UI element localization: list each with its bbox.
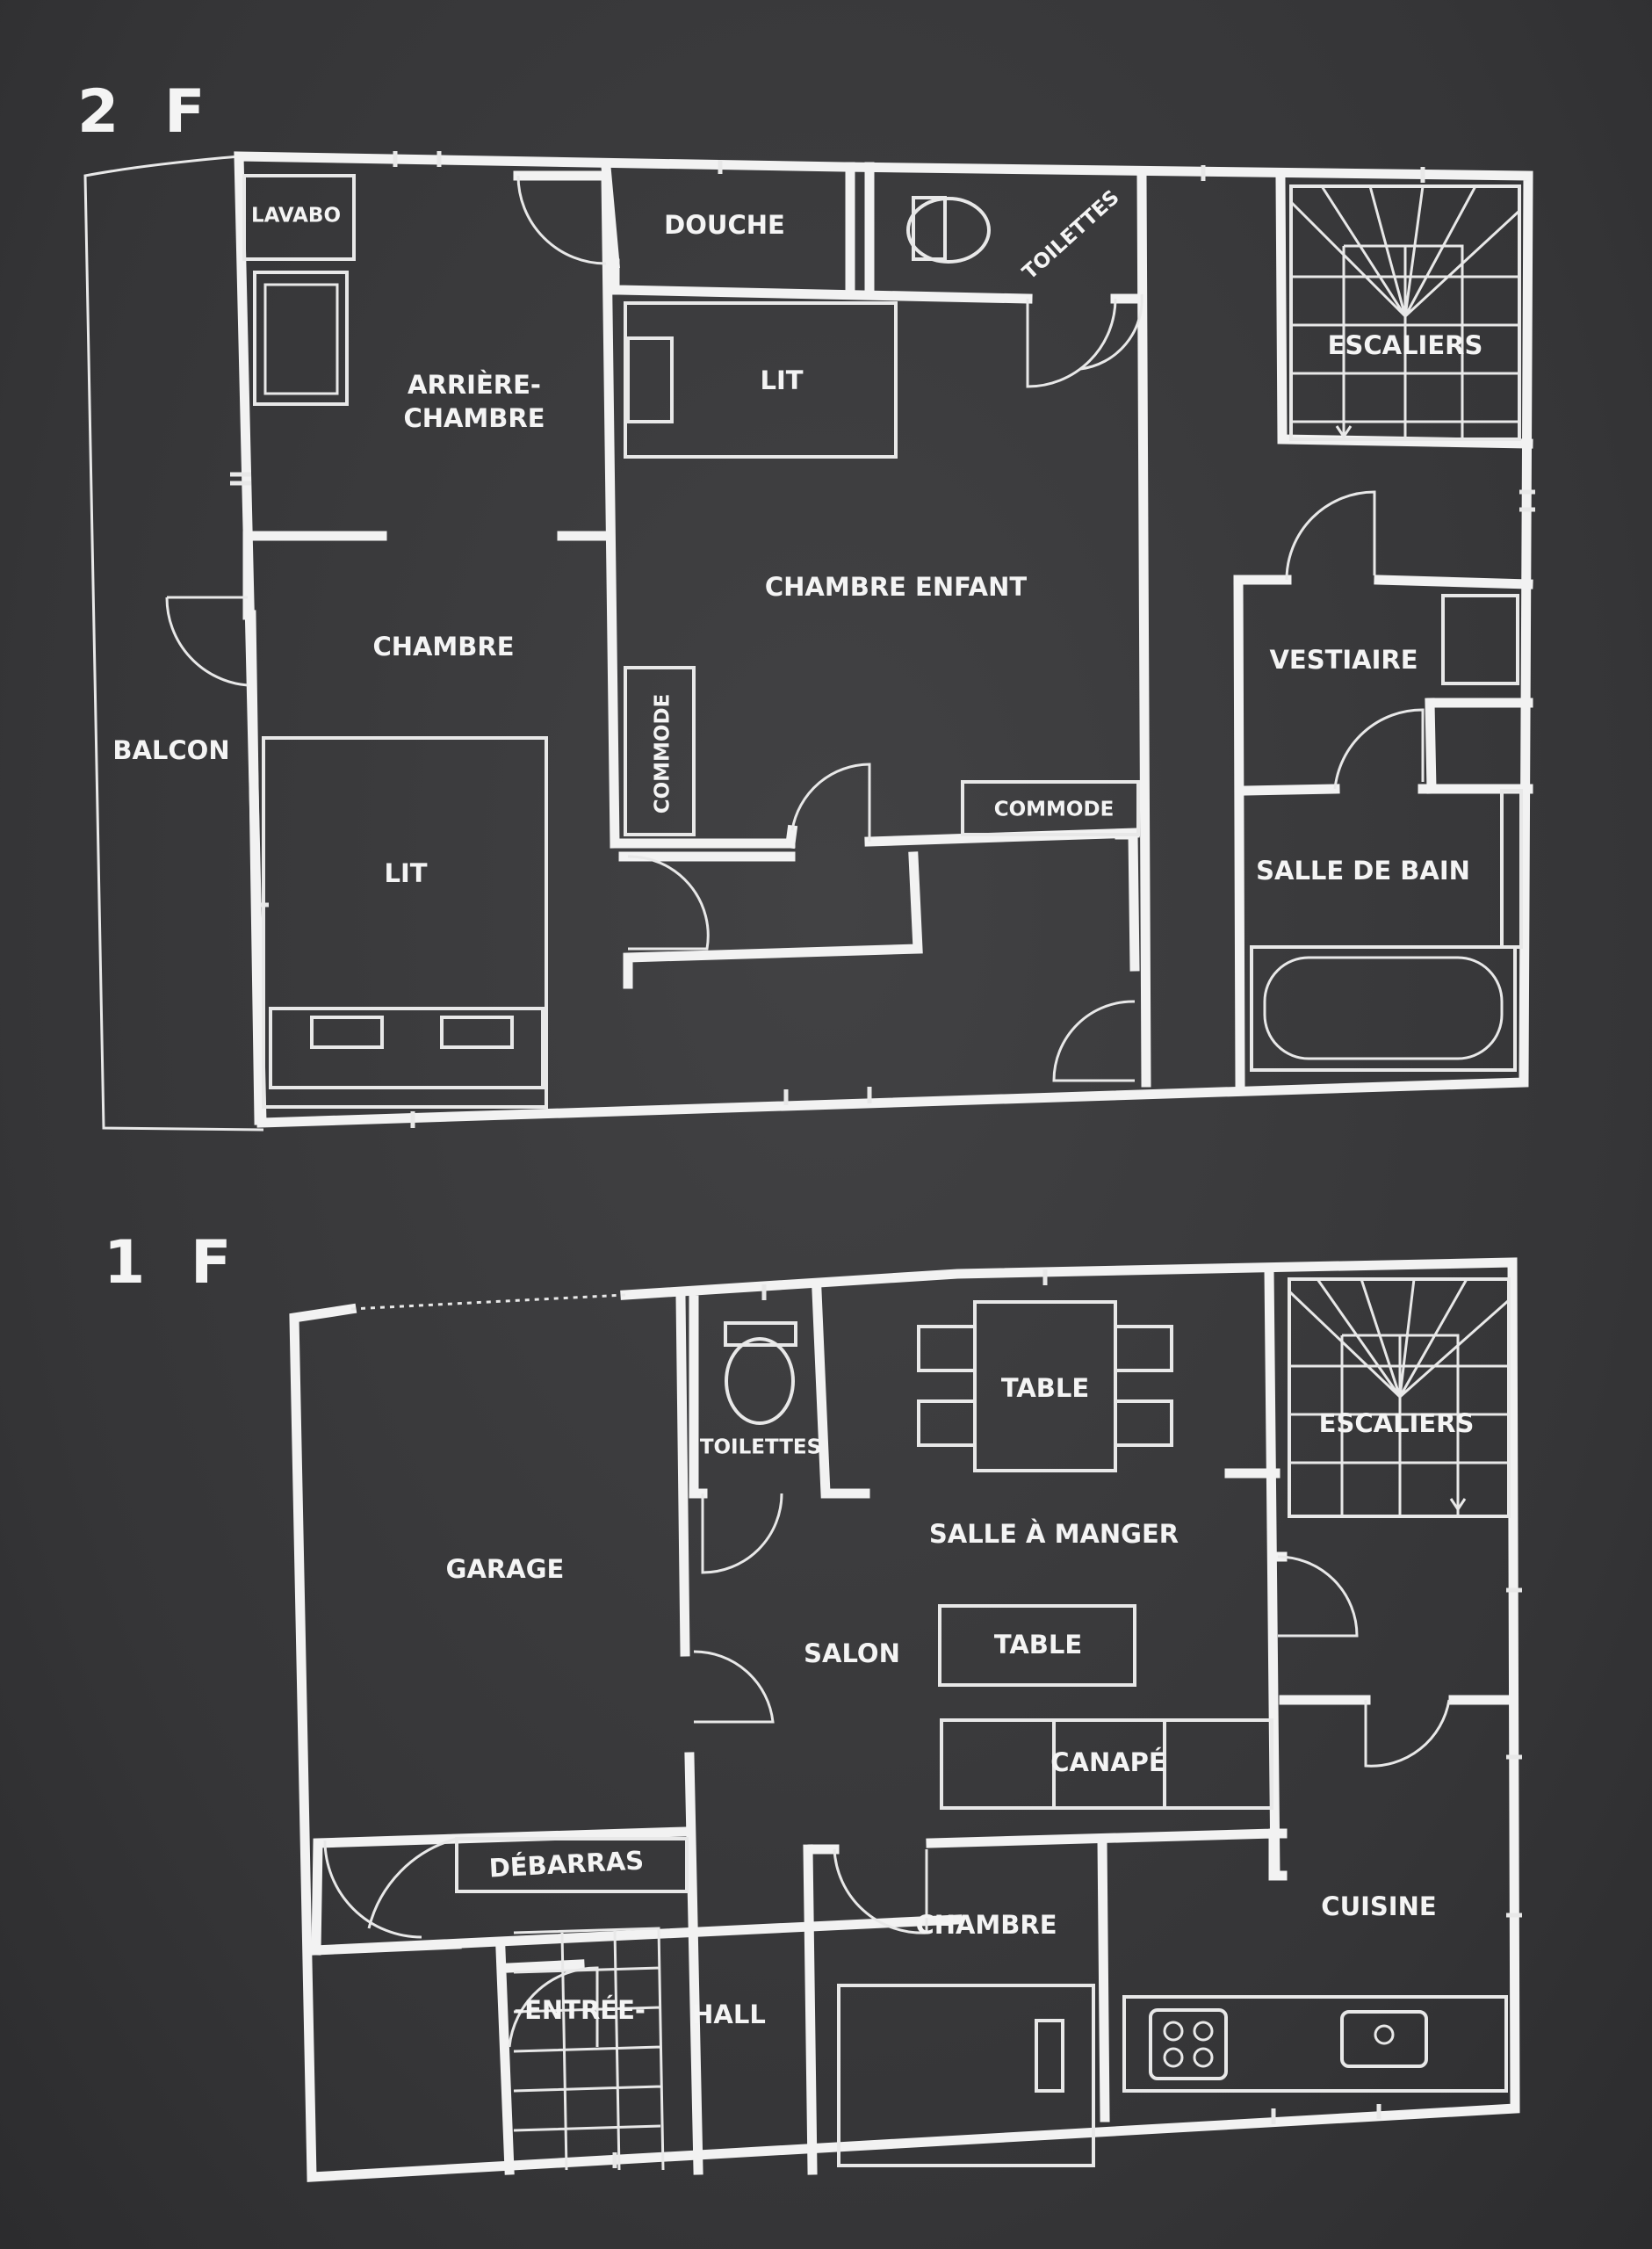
vestiaire-closet [1441, 594, 1519, 685]
toilet-2f [906, 197, 991, 264]
label-salon: SALON [804, 1638, 900, 1668]
label-entree: -ENTRÉE- [514, 1995, 646, 2025]
debarras-shelf [455, 1837, 689, 1893]
commode-horizontal [961, 780, 1140, 836]
lit-1f [837, 1984, 1095, 2167]
lit-double [262, 736, 548, 1109]
balcon-outline [83, 155, 264, 1132]
label-douche: DOUCHE [664, 210, 785, 240]
bathtub [1250, 945, 1517, 1072]
lit-enfant [624, 301, 898, 459]
label-table-dining: TABLE [1001, 1373, 1089, 1403]
label-hall: HALL [692, 2000, 766, 2029]
commode-vertical [624, 666, 696, 836]
coffee-table [938, 1604, 1136, 1687]
label-salle-a-manger: SALLE À MANGER [929, 1519, 1179, 1549]
toilet-1f [725, 1337, 795, 1425]
label-canape: CANAPÉ [1050, 1747, 1166, 1777]
label-balcon: BALCON [112, 735, 229, 765]
doors-1f [323, 1493, 1451, 2048]
label-chambre-enfant: CHAMBRE ENFANT [765, 572, 1027, 602]
label-commode-vertical: COMMODE [652, 694, 675, 814]
label-lit-double: LIT [384, 858, 427, 888]
label-lit-enfant: LIT [760, 365, 803, 395]
kitchen-counter [1122, 1995, 1508, 2093]
lavabo-sink [253, 271, 349, 406]
label-cuisine: CUISINE [1321, 1891, 1436, 1921]
entree-tiles [513, 1927, 665, 2171]
floor-label-2f: 2 F [77, 77, 217, 147]
lavabo-counter [242, 174, 356, 261]
floor-label-1f: 1 F [104, 1228, 243, 1298]
stove [1149, 2008, 1228, 2080]
label-lavabo: LAVABO [251, 205, 341, 228]
interior-walls-2f [242, 162, 1533, 1125]
label-toilettes-1f: TOILETTES [700, 1436, 821, 1459]
labels-1f: TOILETTES TABLE ESCALIERS GARAGE SALLE À… [446, 1373, 1475, 2029]
label-salle-de-bain: SALLE DE BAIN [1256, 856, 1470, 886]
floor-2f: 2 F [77, 77, 1535, 1132]
fixtures-1f [455, 1277, 1511, 2171]
label-vestiaire: VESTIAIRE [1269, 645, 1418, 675]
kitchen-sink [1340, 2010, 1428, 2068]
label-debarras: DÉBARRAS [488, 1845, 645, 1883]
label-escaliers-2f: ESCALIERS [1328, 330, 1483, 360]
label-toilettes-2f: TOILETTES [1019, 186, 1124, 285]
dining-table [973, 1300, 1117, 1472]
label-escaliers-1f: ESCALIERS [1319, 1408, 1475, 1438]
label-arriere-chambre-2: CHAMBRE [403, 403, 545, 433]
doors-2f [165, 175, 1425, 1082]
interior-walls-1f [309, 1264, 1518, 2175]
label-garage: GARAGE [446, 1554, 565, 1584]
label-chambre-2f: CHAMBRE [372, 632, 514, 662]
label-table-salon: TABLE [994, 1630, 1082, 1660]
floor-1f: 1 F [104, 1228, 1522, 2182]
fixtures-2f [242, 174, 1523, 1109]
label-chambre-1f: CHAMBRE [915, 1910, 1057, 1940]
label-commode: COMMODE [994, 799, 1115, 821]
outer-walls-1f [289, 1257, 1522, 2182]
label-arriere-chambre-1: ARRIÈRE- [408, 370, 541, 400]
